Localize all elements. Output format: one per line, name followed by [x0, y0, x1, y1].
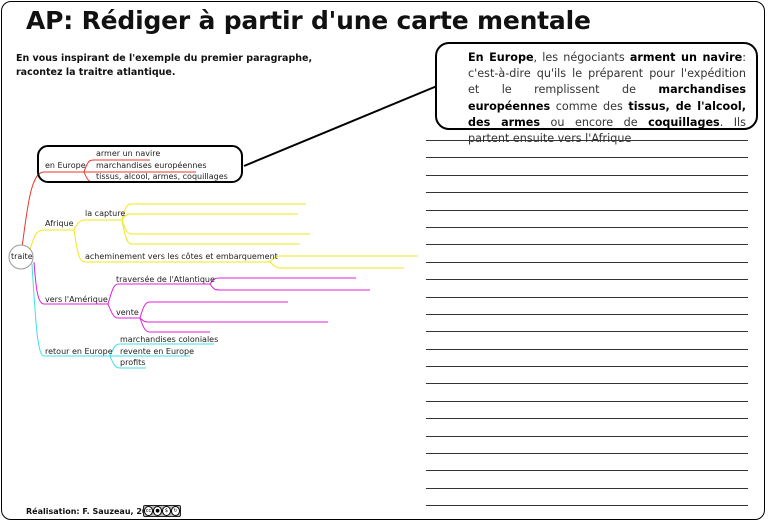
writing-line — [426, 348, 748, 350]
writing-line — [426, 157, 748, 159]
branch-retour-europe — [31, 263, 214, 369]
node-revente-europe: revente en Europe — [120, 347, 195, 356]
node-armer-un-navire: armer un navire — [96, 149, 161, 158]
writing-line — [426, 174, 748, 176]
root-node-label: traite — [11, 252, 33, 261]
writing-line — [426, 383, 748, 385]
node-tissus-alcool: tissus, alcool, armes, coquillages — [96, 172, 228, 181]
callout-pointer — [243, 85, 438, 167]
writing-line — [426, 400, 748, 402]
writing-line — [426, 366, 748, 368]
writing-line — [426, 487, 748, 489]
writing-line — [426, 435, 748, 437]
node-afrique: Afrique — [45, 219, 74, 228]
writing-line — [426, 209, 748, 211]
page-title: AP: Rédiger à partir d'une carte mentale — [26, 6, 591, 35]
node-retour-europe: retour en Europe — [45, 347, 113, 356]
node-vers-amerique: vers l'Amérique — [45, 295, 108, 304]
root-node-circle — [8, 244, 34, 270]
writing-line — [426, 226, 748, 228]
by-icon: ● — [153, 506, 162, 516]
callout-seg-7: ou encore de — [540, 115, 649, 129]
writing-line — [426, 470, 748, 472]
writing-lines — [426, 140, 748, 523]
en-europe-highlight-box — [37, 145, 243, 183]
branch-afrique — [29, 203, 418, 269]
writing-line — [426, 453, 748, 455]
writing-line — [426, 331, 748, 333]
writing-line — [426, 505, 748, 507]
writing-line — [426, 418, 748, 420]
writing-line — [426, 244, 748, 246]
cc-icon: cc — [144, 506, 153, 516]
writing-line — [426, 279, 748, 281]
callout-seg-3: : c'est-à-dire qu'ils le préparent pour … — [468, 51, 746, 97]
writing-line — [426, 140, 748, 141]
license-badge: cc●$↻ — [143, 505, 181, 517]
callout-seg-2: arment un navire — [629, 51, 743, 64]
example-paragraph-box — [435, 42, 758, 130]
node-en-europe: en Europe — [45, 161, 86, 170]
node-acheminement: acheminement vers les côtes et embarquem… — [85, 252, 278, 261]
footer-credit: Réalisation: F. Sauzeau, 2016 — [26, 507, 159, 516]
node-marchandises-coloniales: marchandises coloniales — [120, 335, 219, 344]
node-la-capture: la capture — [85, 209, 126, 218]
writing-line — [426, 296, 748, 298]
writing-line — [426, 192, 748, 194]
writing-line — [426, 261, 748, 263]
node-vente: vente — [116, 308, 139, 317]
callout-seg-1: , les négociants — [533, 51, 630, 64]
callout-seg-4: marchandises européennes — [468, 83, 746, 113]
callout-seg-5: comme des — [550, 99, 629, 113]
node-profits: profits — [120, 358, 146, 367]
branch-vers-amerique — [33, 261, 370, 333]
node-traversee: traversée de l'Atlantique — [116, 275, 215, 284]
callout-seg-6: tissus, de l'alcool, des armes — [468, 99, 747, 129]
instruction-text: En vous inspirant de l'exemple du premie… — [16, 53, 313, 78]
writing-line — [426, 313, 748, 315]
callout-seg-9: . Ils partent ensuite vers l'Afrique — [468, 115, 746, 146]
example-paragraph-text: En Europe, les négociants arment un navi… — [468, 50, 746, 147]
node-marchandises-europeennes: marchandises européennes — [96, 161, 207, 170]
callout-seg-0: En Europe — [468, 51, 534, 64]
nc-icon: $ — [162, 506, 171, 516]
callout-seg-8: coquillages — [648, 115, 720, 129]
sa-icon: ↻ — [171, 506, 180, 516]
